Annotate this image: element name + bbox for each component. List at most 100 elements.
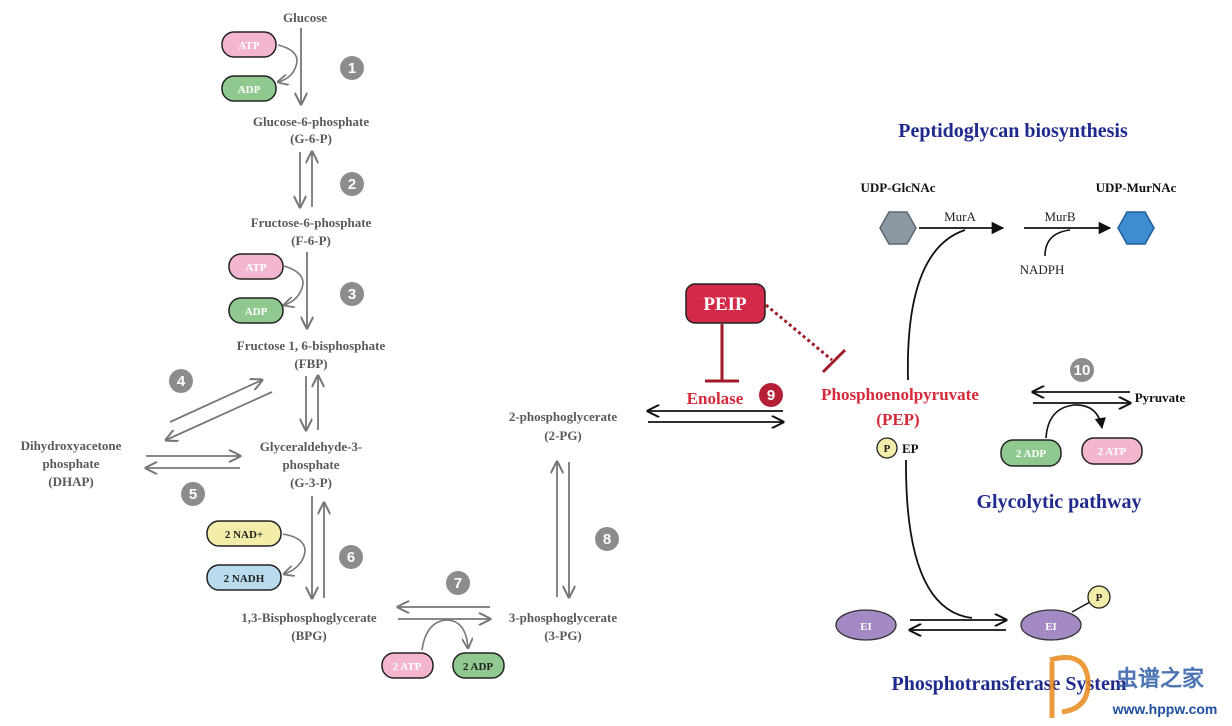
watermark-logo: 虫谱之家 www.hppw.com xyxy=(1049,655,1218,718)
ei-phosphate-label: P xyxy=(1096,592,1103,604)
step-7-number: 7 xyxy=(454,575,462,592)
f6p-name: Fructose-6-phosphate xyxy=(251,215,372,230)
g3p-line3: (G-3-P) xyxy=(290,475,332,490)
peip-pep-inhibit-bar xyxy=(821,348,847,374)
peip-pep-inhibit-line xyxy=(765,303,833,362)
udp-glcnac-hexagon xyxy=(879,211,917,245)
step-8-badge xyxy=(595,527,619,551)
pep-to-mura-curve xyxy=(906,229,966,381)
nadh-pill xyxy=(206,564,282,591)
atp-pill-3 xyxy=(228,253,284,280)
ei-phosphate-circle xyxy=(1087,585,1111,609)
adp-label-3: ADP xyxy=(245,306,268,318)
atp-pill-10 xyxy=(1081,437,1143,465)
nad-label: 2 NAD+ xyxy=(225,529,263,541)
atp-label-1: ATP xyxy=(238,40,259,52)
ei-label: EI xyxy=(860,621,872,633)
nadph-label: NADPH xyxy=(1020,262,1065,277)
watermark-brand: 虫谱之家 xyxy=(1116,666,1205,692)
peip-box xyxy=(685,283,766,324)
glycolytic-title: Glycolytic pathway xyxy=(977,491,1142,513)
atp-pill-1 xyxy=(221,31,277,58)
step-1-number: 1 xyxy=(348,60,356,77)
pep-abbr: (PEP) xyxy=(876,410,919,429)
step-4-number: 4 xyxy=(177,373,186,390)
step-6-number: 6 xyxy=(347,549,355,566)
step-1-badge xyxy=(340,56,364,80)
f6p-abbr: (F-6-P) xyxy=(291,233,331,248)
step-2-number: 2 xyxy=(348,176,356,193)
ei-p-ellipse xyxy=(1020,609,1082,641)
adp-label-10: 2 ADP xyxy=(1016,448,1047,460)
adp-pill-10 xyxy=(1000,439,1062,467)
atp-label-7: 2 ATP xyxy=(393,661,422,673)
step-10-badge xyxy=(1070,358,1094,382)
adp-label-1: ADP xyxy=(238,84,261,96)
dhap-line2: phosphate xyxy=(42,456,99,471)
nadph-curve xyxy=(1044,229,1071,257)
adp-atp-curve-10 xyxy=(1045,404,1106,439)
pep-ep-label: EP xyxy=(902,441,919,456)
mura-label: MurA xyxy=(944,209,976,224)
dhap-line3: (DHAP) xyxy=(48,474,94,489)
step4-forward xyxy=(169,380,262,423)
g3p-line1: Glyceraldehyde-3- xyxy=(260,439,363,454)
ei-ellipse xyxy=(835,609,897,641)
step-9-badge xyxy=(759,383,783,407)
adp-pill-1 xyxy=(221,75,277,102)
udp-murnac-label: UDP-MurNAc xyxy=(1096,180,1177,195)
bpg-name: 1,3-Bisphosphoglycerate xyxy=(241,610,377,625)
atp-pill-7 xyxy=(381,652,434,679)
step-3-number: 3 xyxy=(348,286,356,303)
atp-label-10: 2 ATP xyxy=(1098,446,1127,458)
nad-nadh-curve xyxy=(283,533,306,574)
atp-adp-curve-7 xyxy=(421,619,468,651)
atp-adp-curve-1 xyxy=(278,44,298,82)
peptidoglycan-title: Peptidoglycan biosynthesis xyxy=(898,120,1128,142)
adp-pill-3 xyxy=(228,297,284,324)
step-9-number: 9 xyxy=(767,387,775,404)
nad-pill xyxy=(206,520,282,547)
pep-name: Phosphoenolpyruvate xyxy=(821,385,979,404)
g3p-line2: phosphate xyxy=(282,457,339,472)
glucose-label: Glucose xyxy=(283,10,327,25)
udp-murnac-hexagon xyxy=(1117,211,1155,245)
pep-phosphate-label: P xyxy=(884,443,891,455)
g6p-abbr: (G-6-P) xyxy=(290,131,332,146)
step-5-number: 5 xyxy=(189,486,197,503)
g6p-name: Glucose-6-phosphate xyxy=(253,114,370,129)
step-2-badge xyxy=(340,172,364,196)
pg2-abbr: (2-PG) xyxy=(544,428,582,443)
dhap-line1: Dihydroxyacetone xyxy=(21,438,122,453)
pts-title: Phosphotransferase System xyxy=(892,673,1127,695)
step-6-badge xyxy=(339,545,363,569)
pyruvate-label: Pyruvate xyxy=(1135,390,1186,405)
atp-label-3: ATP xyxy=(245,262,266,274)
atp-adp-curve-3 xyxy=(284,265,304,305)
step-7-badge xyxy=(446,571,470,595)
peip-label: PEIP xyxy=(703,294,747,315)
step-3-badge xyxy=(340,282,364,306)
step-5-badge xyxy=(181,482,205,506)
pep-to-pts-curve xyxy=(905,459,973,619)
pg3-abbr: (3-PG) xyxy=(544,628,582,643)
nadh-label: 2 NADH xyxy=(224,573,265,585)
murb-label: MurB xyxy=(1044,209,1075,224)
step4-reverse xyxy=(166,391,273,440)
adp-label-7: 2 ADP xyxy=(463,661,494,673)
watermark-url: www.hppw.com xyxy=(1112,701,1218,717)
enolase-label: Enolase xyxy=(687,389,744,408)
pep-phosphate-circle xyxy=(876,437,898,459)
ei-phosphate-link xyxy=(1071,601,1091,613)
adp-pill-7 xyxy=(452,652,505,679)
udp-glcnac-label: UDP-GlcNAc xyxy=(860,180,935,195)
fbp-abbr: (FBP) xyxy=(294,356,327,371)
step-10-number: 10 xyxy=(1074,362,1091,379)
bpg-abbr: (BPG) xyxy=(291,628,326,643)
step-4-badge xyxy=(169,369,193,393)
pg2-name: 2-phosphoglycerate xyxy=(509,409,618,424)
fbp-name: Fructose 1, 6-bisphosphate xyxy=(237,338,386,353)
pg3-name: 3-phosphoglycerate xyxy=(509,610,618,625)
